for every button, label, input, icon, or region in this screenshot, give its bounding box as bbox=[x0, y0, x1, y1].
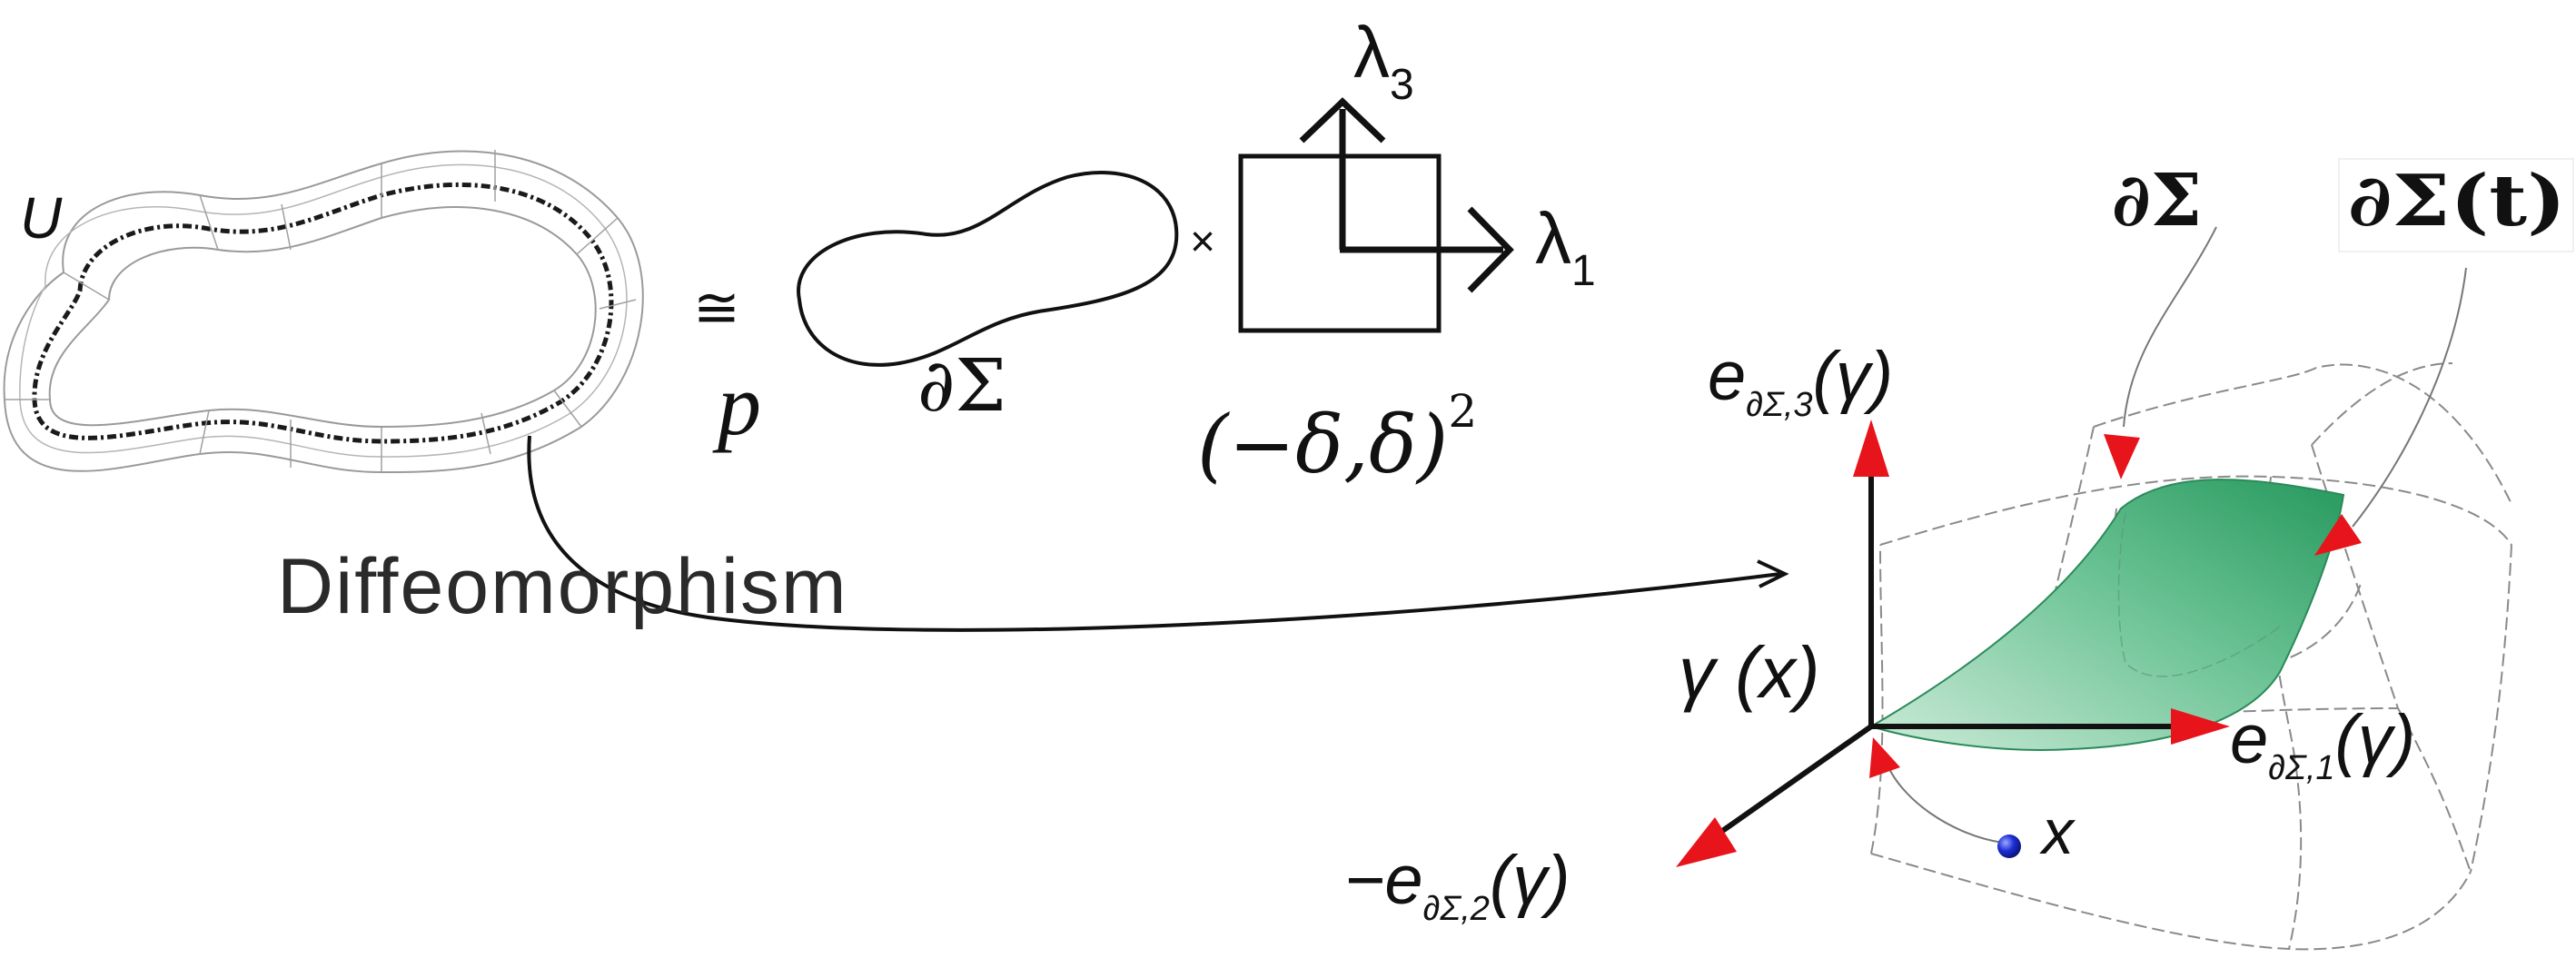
label-lambda3: λ3 bbox=[1353, 12, 1414, 109]
tube-outer-ring-2 bbox=[19, 163, 628, 458]
e3-base: e bbox=[1708, 338, 1746, 415]
pointer-x-to-origin bbox=[1884, 757, 2004, 844]
e3-sub: ∂Σ,3 bbox=[1746, 386, 1812, 424]
arrowhead-e1 bbox=[2171, 708, 2230, 745]
local-frame-diagram: x γ (x) e∂Σ,3(γ) e∂Σ,1(γ) −e∂Σ,2(γ) ∂Σ ∂… bbox=[1344, 157, 2574, 951]
label-partial-sigma-t: ∂Σ(t) bbox=[2348, 160, 2566, 242]
boundary-curve bbox=[797, 171, 1179, 367]
tubular-neighborhood-u: U bbox=[3, 150, 644, 474]
label-lambda1: λ1 bbox=[1535, 198, 1596, 295]
pointer-x-head bbox=[1869, 737, 1900, 778]
tube-inner-outline bbox=[48, 206, 597, 429]
label-diffeomorphism: Diffeomorphism bbox=[277, 543, 848, 630]
label-e3: e∂Σ,3(γ) bbox=[1708, 338, 1893, 424]
label-e1: e∂Σ,1(γ) bbox=[2230, 701, 2415, 787]
pointer-partial-sigma-t-head bbox=[2314, 514, 2362, 556]
arrowhead-e3 bbox=[1853, 420, 1889, 477]
label-partial-sigma-center: ∂Σ bbox=[917, 343, 1006, 428]
label-gamma-x: γ (x) bbox=[1679, 632, 1820, 713]
label-u: U bbox=[20, 185, 63, 251]
point-x bbox=[1997, 835, 2021, 858]
partial-sigma-t-box bbox=[2338, 158, 2574, 252]
green-surface-patch bbox=[1868, 479, 2345, 751]
surface-shading-line bbox=[2117, 512, 2281, 677]
interval-exp: 2 bbox=[1448, 385, 1477, 438]
e2-sub: ∂Σ,2 bbox=[1423, 890, 1490, 928]
core-curve-dashed bbox=[32, 182, 614, 444]
e3-arg: (γ) bbox=[1813, 338, 1894, 415]
e2-base: −e bbox=[1344, 842, 1423, 919]
axis-e2 bbox=[1701, 724, 1873, 847]
lambda1-base: λ bbox=[1535, 198, 1571, 279]
lambda1-arrowhead bbox=[1467, 206, 1514, 293]
diffeomorphism-arrow bbox=[527, 435, 1781, 632]
interval-base: (−δ,δ) bbox=[1197, 398, 1448, 491]
congruent-symbol: ≅ bbox=[693, 274, 740, 341]
label-e2: −e∂Σ,2(γ) bbox=[1344, 842, 1570, 928]
diffeomorphism-arrowhead bbox=[1757, 559, 1789, 588]
lambda3-base: λ bbox=[1353, 12, 1390, 93]
pointer-partial-sigma-t bbox=[2352, 267, 2467, 528]
lambda3-arrowhead bbox=[1299, 97, 1386, 143]
lambda3-sub: 3 bbox=[1390, 61, 1414, 109]
e1-base: e bbox=[2230, 701, 2268, 778]
label-partial-sigma-right: ∂Σ bbox=[2112, 157, 2202, 242]
label-p: p bbox=[712, 356, 761, 453]
e1-sub: ∂Σ,1 bbox=[2268, 749, 2334, 787]
lambda1-sub: 1 bbox=[1571, 247, 1596, 295]
square-with-axes: λ3 λ1 bbox=[1238, 12, 1596, 333]
pointer-partial-sigma-head bbox=[2104, 434, 2140, 479]
pointer-partial-sigma bbox=[2123, 226, 2217, 428]
times-symbol: × bbox=[1190, 218, 1215, 266]
arrowhead-e2 bbox=[1676, 817, 1737, 867]
e2-arg: (γ) bbox=[1490, 842, 1570, 919]
label-x: x bbox=[2039, 796, 2076, 867]
e1-arg: (γ) bbox=[2335, 701, 2416, 778]
label-interval-squared: (−δ,δ)2 bbox=[1197, 385, 1477, 491]
tube-outer-outline bbox=[3, 150, 644, 474]
